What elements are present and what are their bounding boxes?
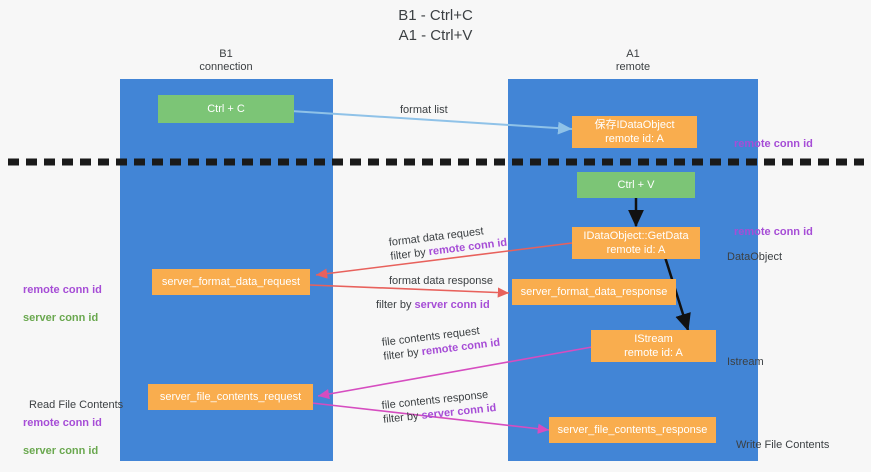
left-label-read-file-contents: Read File Contents xyxy=(29,384,123,412)
node-ctrl-v-label: Ctrl + V xyxy=(617,179,655,191)
node-istream[interactable]: IStream remote id: A xyxy=(591,330,716,362)
right-label-istream-text: Istream xyxy=(727,356,764,368)
edge-caption-file-contents-request: file contents request filter by remote c… xyxy=(381,322,501,364)
right-label-istream: Istream xyxy=(727,341,764,369)
left-label-remote-conn-id-2: remote conn id xyxy=(23,417,102,429)
edge-caption-format-list: format list xyxy=(400,103,448,117)
title-line-1: B1 - Ctrl+C xyxy=(398,7,473,24)
node-server-format-data-request-label: server_format_data_request xyxy=(161,276,301,288)
right-label-dataobject-text: DataObject xyxy=(727,251,783,263)
right-label-dataobject: DataObject xyxy=(727,236,782,264)
left-label-conn-ids: remote conn id server conn id xyxy=(23,269,102,339)
right-label-write-file-contents: Write File Contents xyxy=(736,424,829,452)
right-label-remote-conn-id-mid: remote conn id xyxy=(734,211,813,239)
right-label-remote-conn-id-top-text: remote conn id xyxy=(734,138,813,150)
node-ctrl-c-label: Ctrl + C xyxy=(207,103,245,115)
node-istream-label: IStream remote id: A xyxy=(624,333,683,359)
column-header-b1-sub: connection xyxy=(199,61,253,73)
node-server-format-data-response-label: server_format_data_response xyxy=(520,286,668,298)
title-line-2: A1 - Ctrl+V xyxy=(398,27,473,44)
right-label-remote-conn-id-top: remote conn id xyxy=(734,123,813,151)
node-save-idataobject-label: 保存IDataObject remote id: A xyxy=(594,119,675,145)
left-label-conn-ids-2: remote conn id server conn id xyxy=(23,402,102,472)
left-label-remote-conn-id: remote conn id xyxy=(23,284,102,296)
node-server-file-contents-response[interactable]: server_file_contents_response xyxy=(549,417,716,443)
node-server-format-data-response[interactable]: server_format_data_response xyxy=(512,279,676,305)
node-ctrl-v[interactable]: Ctrl + V xyxy=(577,172,695,198)
edge-caption-format-data-response-filter: filter by server conn id xyxy=(376,298,490,312)
column-header-b1: B1 connection xyxy=(136,48,316,74)
column-header-b1-name: B1 xyxy=(219,48,233,60)
edge-caption-format-list-text: format list xyxy=(400,104,448,116)
edge-caption-format-data-request: format data request filter by remote con… xyxy=(388,222,508,264)
edge-caption-format-data-response-text: format data response xyxy=(389,275,493,287)
node-server-file-contents-request[interactable]: server_file_contents_request xyxy=(148,384,313,410)
node-server-format-data-request[interactable]: server_format_data_request xyxy=(152,269,310,295)
column-header-a1-name: A1 xyxy=(626,48,640,60)
node-server-file-contents-request-label: server_file_contents_request xyxy=(159,391,302,403)
node-ctrl-c[interactable]: Ctrl + C xyxy=(158,95,294,123)
node-idataobject-getdata[interactable]: IDataObject::GetData remote id: A xyxy=(572,227,700,259)
left-label-server-conn-id-2: server conn id xyxy=(23,445,99,457)
filter-prefix-4: filter by xyxy=(382,409,423,426)
column-header-a1-sub: remote xyxy=(615,61,651,73)
left-label-read-file-contents-text: Read File Contents xyxy=(29,399,124,411)
edge-caption-file-contents-response: file contents response filter by server … xyxy=(381,387,497,427)
filter-prefix: filter by xyxy=(389,246,430,263)
filter-prefix-3: filter by xyxy=(382,346,423,363)
node-server-file-contents-response-label: server_file_contents_response xyxy=(557,424,708,436)
right-label-remote-conn-id-mid-text: remote conn id xyxy=(734,226,813,238)
left-label-server-conn-id: server conn id xyxy=(23,312,99,324)
node-idataobject-getdata-label: IDataObject::GetData remote id: A xyxy=(583,230,689,256)
filter-prefix-2: filter by xyxy=(376,299,415,311)
column-header-a1: A1 remote xyxy=(543,48,723,74)
edge-caption-format-data-response: format data response xyxy=(389,274,493,288)
right-label-write-file-contents-text: Write File Contents xyxy=(736,439,830,451)
node-save-idataobject[interactable]: 保存IDataObject remote id: A xyxy=(572,116,697,148)
filter-key-server-conn-id: server conn id xyxy=(414,299,490,311)
page-title: B1 - Ctrl+C A1 - Ctrl+V xyxy=(0,6,871,46)
